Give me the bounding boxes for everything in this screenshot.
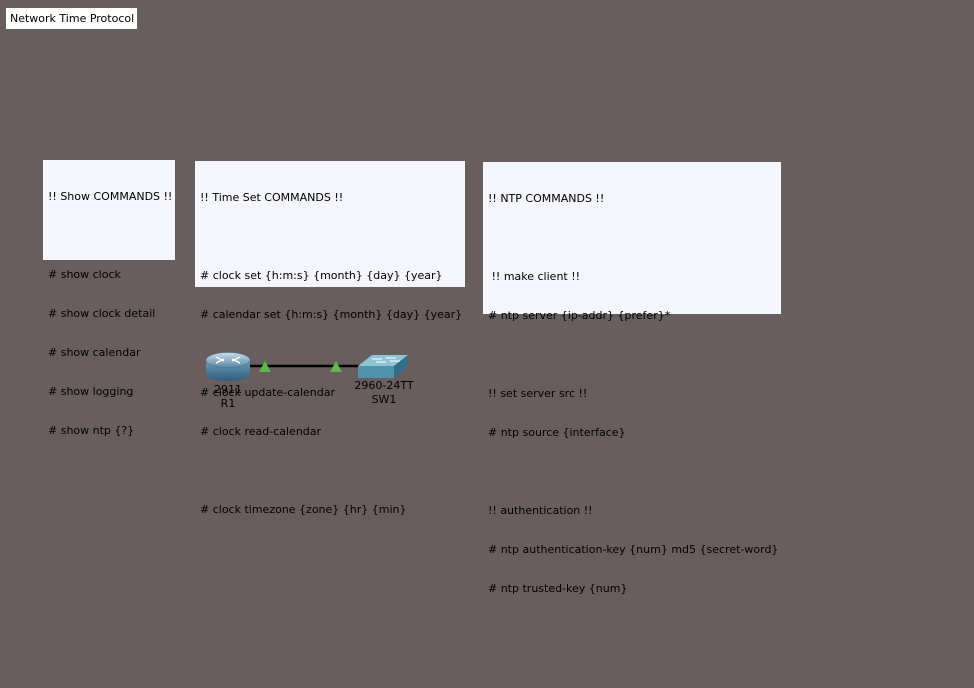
note-line: # clock update-calendar [200,386,336,399]
note-line: # show clock detail [48,307,156,320]
note-line: # show ntp {?} [48,424,135,437]
note-line: # show clock [48,268,121,281]
note-ntp-commands[interactable]: !! NTP COMMANDS !! !! make client !! # n… [483,162,781,595]
note-line: # ntp source {interface} [488,426,626,439]
note-line: !! authentication !! [488,504,593,517]
title-label[interactable]: Network Time Protocol [6,8,137,29]
note-line: # clock set {h:m:s} {month} {day} {year} [200,269,443,282]
router-name-label: R1 [220,397,236,410]
note-line: # ntp server {ip-addr} {prefer}* [488,309,671,322]
note-line: # clock read-calendar [200,425,322,438]
note-line: !! Time Set COMMANDS !! [200,191,344,204]
note-line: !! set server src !! [488,387,588,400]
switch-icon[interactable] [358,355,408,378]
switch-name-label: SW1 [371,393,397,406]
switch-model-label: 2960-24TT [354,379,414,392]
note-line: !! NTP COMMANDS !! [488,192,605,205]
note-line: # calendar set {h:m:s} {month} {day} {ye… [200,308,463,321]
note-time-set-commands[interactable]: !! Time Set COMMANDS !! # clock set {h:m… [195,161,465,516]
note-line: !! make client !! [488,270,581,283]
note-line: # ntp trusted-key {num} [488,582,628,595]
link-up-indicator-router [259,361,271,372]
note-line: # show calendar [48,346,141,359]
note-line: # ntp authentication-key {num} md5 {secr… [488,543,779,556]
link-up-indicator-switch [330,361,342,372]
note-line: # show logging [48,385,134,398]
note-line: !! Show COMMANDS !! [48,190,173,203]
note-show-commands[interactable]: !! Show COMMANDS !! # show clock # show … [43,160,175,437]
note-line: # clock timezone {zone} {hr} {min} [200,503,407,516]
router-icon[interactable] [205,352,251,382]
router-model-label: 2911 [214,383,242,396]
